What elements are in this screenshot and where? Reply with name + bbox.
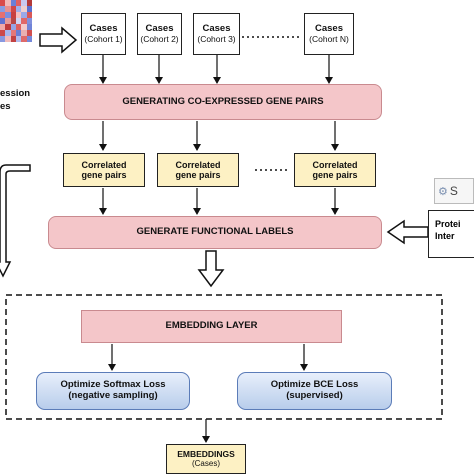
heatmap-cell — [16, 18, 22, 24]
string-db-logo: ⚙ S — [434, 178, 474, 204]
cohort-sub: (Cohort 2) — [140, 33, 179, 44]
cohort-title: Cases — [89, 22, 118, 34]
cohort-sub: (Cohort 1) — [84, 33, 123, 44]
heatmap-cell — [5, 30, 11, 36]
protein-interaction-box: Protei Inter — [428, 210, 474, 258]
bce-loss-box: Optimize BCE Loss (supervised) — [237, 372, 392, 410]
softmax-line1: Optimize Softmax Loss — [60, 379, 166, 391]
heatmap-cell — [26, 30, 32, 36]
heatmap-cell — [26, 24, 32, 30]
heatmap-cell — [10, 24, 16, 30]
heatmap-cell — [26, 12, 32, 18]
generating-gene-pairs-box: GENERATING CO-EXPRESSED GENE PAIRS — [64, 84, 382, 120]
heatmap-cell — [0, 0, 6, 6]
heatmap-cell — [10, 12, 16, 18]
bce-line2: (supervised) — [286, 390, 343, 401]
embedding-layer-box: EMBEDDING LAYER — [81, 310, 342, 343]
left-label-line2: es — [0, 101, 11, 112]
correlated-line2: gene pairs — [175, 170, 221, 180]
heatmap-cell — [26, 0, 32, 6]
string-logo-text: S — [449, 184, 458, 198]
heatmap-cell — [16, 6, 22, 12]
heatmap-cell — [21, 36, 27, 42]
heatmap-cell — [10, 36, 16, 42]
hollow-arrow-right — [39, 26, 78, 54]
left-label-line1: ession — [0, 88, 31, 99]
protein-line2: Inter — [435, 230, 455, 241]
heatmap-cell — [21, 18, 27, 24]
heatmap-cell — [10, 30, 16, 36]
heatmap-cell — [21, 24, 27, 30]
correlated-line1: Correlated — [81, 159, 127, 170]
heatmap-cell — [5, 6, 11, 12]
correlated-line2: gene pairs — [312, 170, 358, 180]
embeddings-output-box: EMBEDDINGS (Cases) — [166, 444, 246, 474]
heatmap-cell — [16, 30, 22, 36]
heatmap-cell — [21, 6, 27, 12]
embeddings-sub: (Cases) — [191, 459, 220, 469]
heatmap-cell — [16, 24, 22, 30]
heatmap-cell — [26, 18, 32, 24]
cohort-box-3: Cases (Cohort 3) — [193, 13, 240, 55]
heatmap-cell — [0, 36, 6, 42]
heatmap-cell — [0, 24, 6, 30]
correlated-box-3: Correlated gene pairs — [294, 153, 376, 187]
expression-heatmap-image — [0, 0, 32, 42]
cohort-sub: (Cohort 3) — [197, 33, 236, 44]
hollow-arrow-protein — [386, 219, 429, 245]
heatmap-cell — [10, 0, 16, 6]
functional-labels-box: GENERATE FUNCTIONAL LABELS — [48, 216, 382, 249]
correlated-box-2: Correlated gene pairs — [157, 153, 239, 187]
cohort-title: Cases — [145, 22, 174, 34]
heatmap-cell — [26, 36, 32, 42]
embeddings-title: EMBEDDINGS — [177, 448, 235, 459]
cohort-box-n: Cases (Cohort N) — [304, 13, 354, 55]
heatmap-cell — [5, 18, 11, 24]
heatmap-cell — [10, 18, 16, 24]
heatmap-cell — [0, 6, 6, 12]
softmax-line2: (negative sampling) — [68, 390, 158, 401]
correlated-line2: gene pairs — [81, 170, 127, 180]
correlated-line1: Correlated — [175, 159, 221, 170]
heatmap-cell — [0, 30, 6, 36]
heatmap-cell — [21, 12, 27, 18]
heatmap-cell — [16, 36, 22, 42]
cohort-box-1: Cases (Cohort 1) — [81, 13, 126, 55]
correlated-box-1: Correlated gene pairs — [63, 153, 145, 187]
heatmap-cell — [5, 12, 11, 18]
softmax-loss-box: Optimize Softmax Loss (negative sampling… — [36, 372, 190, 410]
heatmap-cell — [0, 12, 6, 18]
heatmap-cell — [26, 6, 32, 12]
string-logo-icon: ⚙ — [438, 185, 448, 198]
cohort-title: Cases — [315, 22, 343, 34]
heatmap-cell — [5, 24, 11, 30]
heatmap-cell — [5, 36, 11, 42]
heatmap-cell — [21, 0, 27, 6]
bce-line1: Optimize BCE Loss — [270, 379, 359, 391]
heatmap-cell — [16, 0, 22, 6]
hollow-arrow-left-side — [0, 164, 31, 278]
heatmap-cell — [16, 12, 22, 18]
protein-line1: Protei — [435, 219, 461, 229]
heatmap-cell — [10, 6, 16, 12]
cohort-sub: (Cohort N) — [309, 33, 349, 44]
heatmap-cell — [0, 18, 6, 24]
correlated-line1: Correlated — [312, 159, 358, 170]
cohort-title: Cases — [202, 22, 231, 34]
hollow-arrow-down — [197, 250, 225, 288]
heatmap-cell — [5, 0, 11, 6]
cohort-box-2: Cases (Cohort 2) — [137, 13, 182, 55]
heatmap-cell — [21, 30, 27, 36]
